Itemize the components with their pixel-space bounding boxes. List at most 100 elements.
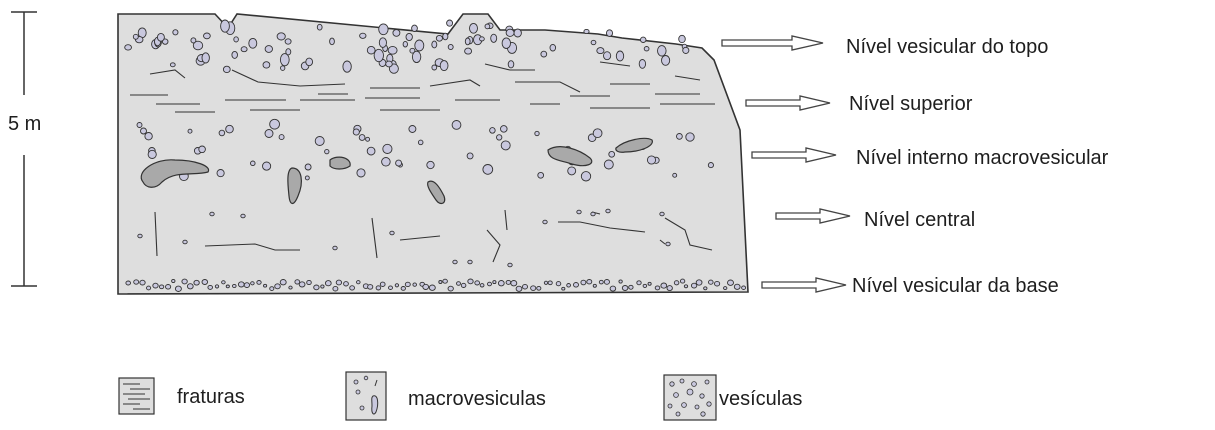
vesicle: [508, 263, 512, 267]
vesicle: [344, 282, 349, 286]
vesicle: [270, 287, 274, 291]
vesicle: [330, 38, 335, 45]
vesicle: [166, 285, 171, 290]
vesicle: [453, 260, 457, 264]
vesicle: [360, 33, 366, 38]
scale-label: 5 m: [8, 114, 41, 134]
vesicle: [439, 281, 442, 284]
vesicle: [647, 156, 655, 164]
vesicle: [367, 46, 375, 54]
vesicle: [265, 130, 273, 138]
scale-bar: [11, 12, 37, 286]
vesicle: [133, 34, 138, 39]
vesicle: [637, 281, 641, 285]
vesicle: [317, 24, 322, 30]
vesicle: [389, 286, 393, 290]
vesicle: [680, 279, 684, 283]
vesicle: [390, 231, 394, 235]
vesicle: [461, 283, 466, 287]
vesicle: [280, 280, 286, 285]
vesicle: [457, 282, 461, 286]
vesicle: [148, 150, 156, 158]
vesicle: [531, 286, 536, 291]
vesicle: [604, 280, 609, 285]
vesicle: [581, 172, 590, 181]
vesicle: [305, 164, 311, 170]
vesicle: [609, 151, 615, 157]
vesicle: [333, 246, 337, 250]
vesicle: [382, 158, 391, 167]
vesicle: [639, 60, 645, 69]
vesicle: [270, 119, 280, 129]
vesicle: [194, 280, 199, 285]
vesicle: [468, 260, 472, 264]
level-label-base: Nível vesicular da base: [852, 276, 1059, 296]
vesicle: [202, 280, 208, 285]
vesicle: [506, 280, 511, 284]
vesicle: [137, 123, 142, 128]
vesicle: [277, 33, 285, 40]
vesicle: [263, 162, 271, 170]
vesicle: [734, 284, 740, 289]
level-label-upper: Nível superior: [849, 94, 972, 114]
vesicle: [514, 29, 521, 37]
vesicle: [285, 39, 291, 44]
vesicle: [141, 128, 147, 134]
vesicle: [191, 38, 196, 43]
vesicle: [544, 281, 547, 284]
vesicle: [604, 52, 611, 60]
vesicle: [315, 137, 324, 146]
vesicle: [299, 282, 305, 287]
vesicle: [374, 49, 383, 61]
vesicle: [134, 280, 139, 284]
vesicle: [658, 46, 667, 56]
vesicle: [581, 280, 586, 285]
vesicle: [238, 282, 244, 287]
vesicle: [173, 30, 178, 35]
vesicle: [409, 126, 416, 133]
vesicle: [448, 44, 453, 49]
vesicle: [660, 212, 664, 216]
vesicle: [679, 35, 686, 42]
vesicle: [275, 284, 281, 289]
vesicle: [604, 160, 613, 169]
vesicle: [488, 282, 492, 286]
vesicle: [704, 287, 707, 290]
vesicle: [145, 133, 152, 140]
vesicle: [498, 281, 504, 286]
vesicle: [286, 49, 291, 55]
vesicle: [591, 40, 596, 44]
vesicle: [640, 37, 646, 42]
vesicle: [226, 285, 229, 288]
vesicle: [359, 135, 365, 141]
level-label-macro: Nível interno macrovesicular: [856, 148, 1108, 168]
vesicle: [673, 173, 677, 177]
vesicle: [281, 66, 285, 71]
vesicle: [393, 30, 400, 37]
vesicle: [587, 280, 592, 284]
vesicle: [501, 141, 510, 150]
vesicle: [548, 281, 552, 285]
vesicle: [368, 285, 373, 290]
vesicle: [199, 146, 206, 153]
vesicle: [280, 54, 289, 66]
vesicle: [159, 285, 163, 289]
vesicle: [376, 286, 381, 290]
vesicle: [183, 240, 187, 244]
vesicle: [357, 281, 361, 284]
vesicle: [175, 286, 181, 291]
vesicle: [537, 286, 541, 290]
vesicle: [619, 280, 622, 283]
vesicle: [263, 62, 270, 68]
vesicle: [215, 285, 218, 288]
vesicle: [468, 279, 473, 284]
vesicle: [480, 37, 485, 41]
vesicle: [674, 281, 679, 285]
vesicle: [405, 282, 410, 286]
vesicle: [157, 33, 164, 41]
vesicle: [643, 284, 647, 287]
arrow-central: [776, 209, 850, 223]
vesicle: [153, 283, 158, 288]
vesicle: [465, 48, 472, 54]
level-label-central: Nível central: [864, 210, 975, 230]
